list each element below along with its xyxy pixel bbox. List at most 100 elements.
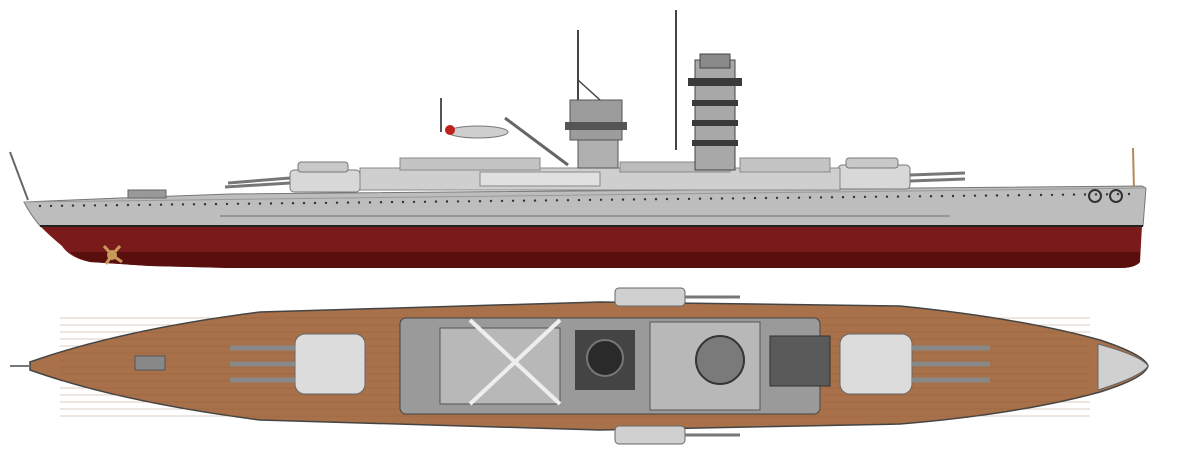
porthole xyxy=(863,195,867,199)
porthole xyxy=(181,203,185,206)
porthole xyxy=(1017,194,1021,197)
porthole xyxy=(566,199,570,202)
porthole xyxy=(632,198,636,201)
porthole xyxy=(1105,193,1109,196)
porthole xyxy=(786,196,790,199)
porthole xyxy=(841,196,845,199)
porthole xyxy=(104,204,108,207)
porthole xyxy=(896,195,900,198)
aircraft-profile xyxy=(440,98,509,139)
porthole xyxy=(720,197,724,200)
porthole xyxy=(148,203,152,206)
porthole xyxy=(929,195,933,198)
porthole xyxy=(49,204,53,208)
porthole xyxy=(984,194,988,197)
porthole xyxy=(1072,193,1076,196)
aircraft-plan-top xyxy=(614,287,740,307)
porthole xyxy=(423,200,427,203)
ship-profile-view xyxy=(9,10,1147,268)
porthole xyxy=(170,203,174,206)
porthole xyxy=(698,197,702,200)
porthole xyxy=(852,195,856,199)
porthole xyxy=(137,203,141,207)
porthole xyxy=(225,202,229,206)
porthole xyxy=(412,200,416,204)
porthole xyxy=(159,203,163,206)
aft-turret-profile xyxy=(837,157,966,190)
porthole xyxy=(874,195,878,198)
propeller xyxy=(102,245,123,265)
porthole xyxy=(489,199,493,203)
porthole xyxy=(665,197,669,201)
porthole xyxy=(610,198,614,201)
porthole xyxy=(93,204,97,207)
porthole xyxy=(731,197,735,200)
porthole xyxy=(907,195,911,198)
porthole xyxy=(1116,192,1120,196)
porthole xyxy=(742,197,746,200)
porthole xyxy=(1039,193,1043,197)
forward-turret-profile xyxy=(224,161,361,193)
porthole xyxy=(71,204,75,207)
porthole xyxy=(500,199,504,203)
porthole xyxy=(951,194,955,198)
porthole xyxy=(379,201,383,204)
aircraft-plan-bottom xyxy=(614,425,740,445)
porthole xyxy=(1061,193,1065,196)
hull-lower-red-shadow xyxy=(70,252,1140,268)
porthole xyxy=(357,201,361,204)
porthole xyxy=(709,197,713,200)
porthole xyxy=(1028,193,1032,197)
bow-tip xyxy=(1097,343,1149,391)
porthole xyxy=(797,196,801,199)
porthole xyxy=(808,196,812,199)
bow-jackstaff xyxy=(9,151,29,201)
porthole xyxy=(775,196,779,200)
porthole xyxy=(236,202,240,205)
aft-turret-plan xyxy=(839,333,990,395)
porthole xyxy=(269,202,273,205)
porthole xyxy=(192,203,196,206)
porthole xyxy=(214,202,218,206)
porthole xyxy=(335,201,339,204)
porthole xyxy=(1050,193,1054,197)
porthole xyxy=(38,204,42,208)
porthole xyxy=(368,201,372,204)
bow-small-mount xyxy=(134,355,166,371)
porthole xyxy=(467,200,471,203)
porthole xyxy=(302,201,306,205)
superstructure-profile xyxy=(359,157,841,191)
anchor-hawse-1 xyxy=(1088,189,1102,203)
porthole xyxy=(588,198,592,202)
porthole xyxy=(291,202,295,205)
porthole xyxy=(819,196,823,199)
porthole xyxy=(676,197,680,201)
porthole xyxy=(621,198,625,201)
porthole xyxy=(544,199,548,202)
bow-light-gun xyxy=(127,189,167,199)
porthole xyxy=(1083,193,1087,196)
stern-flagstaff xyxy=(1132,147,1135,191)
porthole xyxy=(830,196,834,199)
superstructure-plan xyxy=(399,317,831,415)
porthole xyxy=(533,199,537,202)
porthole xyxy=(995,194,999,197)
main-mast xyxy=(675,10,742,171)
porthole-row xyxy=(38,192,1131,208)
porthole xyxy=(940,194,944,198)
porthole xyxy=(82,204,86,207)
porthole xyxy=(687,197,691,201)
porthole xyxy=(60,204,64,207)
fore-mast xyxy=(565,30,627,169)
porthole xyxy=(643,198,647,201)
porthole xyxy=(324,201,328,205)
porthole xyxy=(434,200,438,203)
porthole xyxy=(126,203,130,207)
porthole xyxy=(753,196,757,200)
porthole xyxy=(555,199,559,202)
porthole xyxy=(918,195,922,198)
porthole xyxy=(764,196,768,200)
porthole xyxy=(390,200,394,204)
porthole xyxy=(203,203,207,206)
